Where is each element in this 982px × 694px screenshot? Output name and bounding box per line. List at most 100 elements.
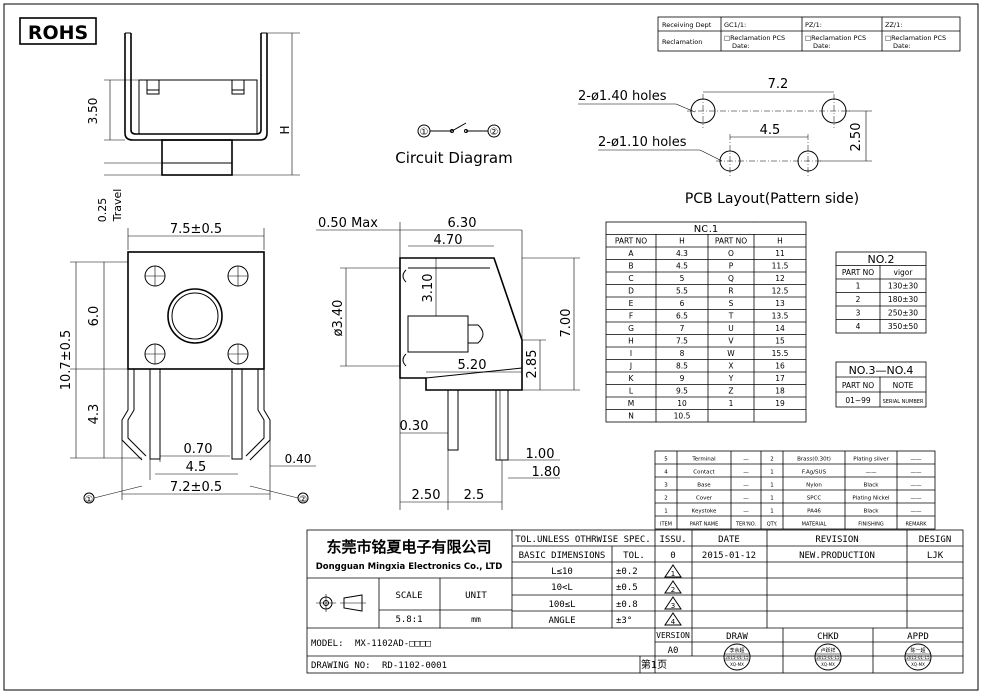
side-dim-5-20: 5.20 [458, 358, 487, 373]
bom-cell-4-2: — [743, 508, 749, 514]
bom-cell-0-5: Plating silver [853, 456, 889, 462]
no1-cell-2-0: C [628, 274, 633, 283]
side-dim-max: 0.50 Max [318, 216, 378, 231]
front-dim-6-0: 6.0 [87, 306, 102, 327]
page-number: 第1页 [641, 658, 667, 671]
rev-mark-3: 3 [671, 602, 675, 610]
bom-cell-4-3: 1 [770, 508, 774, 514]
side-dim-4-70: 4.70 [434, 233, 463, 248]
appd-label: APPD [907, 632, 929, 642]
bom-cell-0-0: 5 [664, 456, 668, 462]
sheet-border [3, 3, 979, 691]
bom-cell-2-4: Nylon [806, 482, 822, 488]
stamp-draw-code: XQ-MX [730, 662, 744, 667]
no1-cell-3-1: 5.5 [676, 287, 688, 296]
no1-cell-4-1: 6 [680, 299, 685, 308]
design-label: DESIGN [919, 535, 952, 545]
dim-travel-value: 0.25 [96, 198, 109, 223]
col-zz: ZZ/1: [885, 21, 902, 29]
scale-label: SCALE [395, 591, 422, 601]
no1-cell-5-3: 13.5 [772, 312, 789, 321]
no1-cell-7-2: V [728, 337, 734, 346]
company-en: Dongguan Mingxia Electronics Co., LTD [316, 562, 503, 572]
no1-cell-2-3: 12 [775, 274, 785, 283]
date-3: Date: [893, 42, 911, 50]
stamp-appd-code: XQ-MX [911, 662, 925, 667]
stamp-draw: 李余超 2015-01-15 XQ-MX [723, 643, 751, 671]
side-dim-7-00: 7.00 [559, 309, 574, 338]
no2-cell-0-1: 130±30 [888, 282, 918, 291]
no2-cell-2-0: 3 [856, 309, 861, 318]
pcs-3: □Reclamation PCS [885, 34, 946, 42]
no1-cell-3-3: 12.5 [772, 287, 789, 296]
pcb-layout: 7.2 4.5 2.50 2-ø1.40 holes 2-ø1.10 holes… [578, 77, 872, 207]
no1-header-1: H [679, 237, 685, 246]
stamp-chkd-code: XQ-MX [821, 662, 835, 667]
bom-header-1: PART NAME [690, 521, 719, 527]
receiving-dept-table: Receiving Dept Reclamation GC1/1: PZ/1: … [657, 16, 961, 52]
draw-label: DRAW [726, 632, 748, 642]
no1-cell-3-2: R [728, 287, 733, 296]
no1-cell-1-2: P [729, 262, 734, 271]
bom-cell-4-4: PA46 [807, 508, 821, 514]
no2-cell-3-1: 350±50 [888, 322, 918, 331]
bom-cell-0-6: —— [911, 456, 923, 462]
no1-cell-0-1: 4.3 [676, 249, 688, 258]
no1-cell-11-0: L [629, 387, 634, 396]
no1-cell-4-3: 13 [775, 299, 785, 308]
date-label: DATE [718, 535, 740, 545]
pcb-title: PCB Layout(Pattern side) [685, 191, 859, 207]
side-dim-6-30: 6.30 [448, 216, 477, 231]
no1-cell-7-3: 15 [775, 337, 785, 346]
no1-cell-6-2: U [728, 324, 734, 333]
drawing-no-value: RD-1102-0001 [382, 661, 447, 671]
rev-triangle-4-icon [664, 612, 682, 626]
no1-cell-10-1: 9 [680, 374, 685, 383]
no1-cell-0-3: 11 [775, 249, 785, 258]
bom-header-4: MATERIAL [802, 521, 827, 527]
version-label: VERSION [656, 631, 690, 640]
bom-header-2: TER'NO. [735, 521, 757, 527]
no1-cell-1-3: 11.5 [772, 262, 789, 271]
no2-cell-1-0: 2 [856, 295, 861, 304]
date-value: 2015-01-12 [702, 551, 756, 561]
bom-cell-3-2: — [743, 495, 749, 501]
tol-row-1-l: L≤10 [551, 567, 573, 577]
no1-cell-6-1: 7 [680, 324, 685, 333]
bom-header-6: REMARK [905, 521, 927, 527]
rev-triangle-3-icon [664, 596, 682, 610]
no1-cell-4-2: S [729, 299, 734, 308]
revision-value: NEW.PRODUCTION [799, 551, 875, 561]
bom-cell-2-2: — [743, 482, 749, 488]
no1-cell-4-0: E [629, 299, 634, 308]
stamp-draw-name: 李余超 [729, 647, 744, 654]
bom-cell-0-2: — [743, 456, 749, 462]
bom-cell-3-4: SPCC [807, 495, 822, 501]
no1-cell-8-0: I [630, 349, 632, 358]
bom-cell-4-0: 1 [664, 508, 668, 514]
bom-cell-1-3: 1 [770, 469, 774, 475]
side-dim-1-00: 1.00 [526, 447, 555, 462]
no1-cell-8-3: 15.5 [772, 349, 789, 358]
bom-cell-1-0: 4 [664, 469, 668, 475]
no1-cell-13-1: 10.5 [674, 412, 691, 421]
no1-cell-10-2: Y [728, 374, 734, 383]
bom-cell-0-1: Terminal [691, 456, 716, 462]
bom-cell-0-4: Brass(0.30t) [797, 456, 831, 462]
side-dim-0-30: 0.30 [400, 419, 429, 434]
pcb-dim-2-50: 2.50 [849, 123, 864, 152]
no1-cell-5-0: F [629, 312, 633, 321]
side-dim-2-5: 2.5 [464, 488, 485, 503]
top-view: 3.50 H 0.25 Travel [86, 32, 300, 223]
no1-cell-13-0: N [628, 412, 634, 421]
dim-top-3-50: 3.50 [86, 98, 100, 125]
bom-cell-2-5: Black [864, 482, 880, 488]
bom-cell-1-1: Contact [693, 469, 715, 475]
reclamation-label: Reclamation [662, 38, 702, 46]
tol-row-4-l: ANGLE [548, 616, 575, 626]
front-dim-4-5: 4.5 [186, 460, 207, 475]
